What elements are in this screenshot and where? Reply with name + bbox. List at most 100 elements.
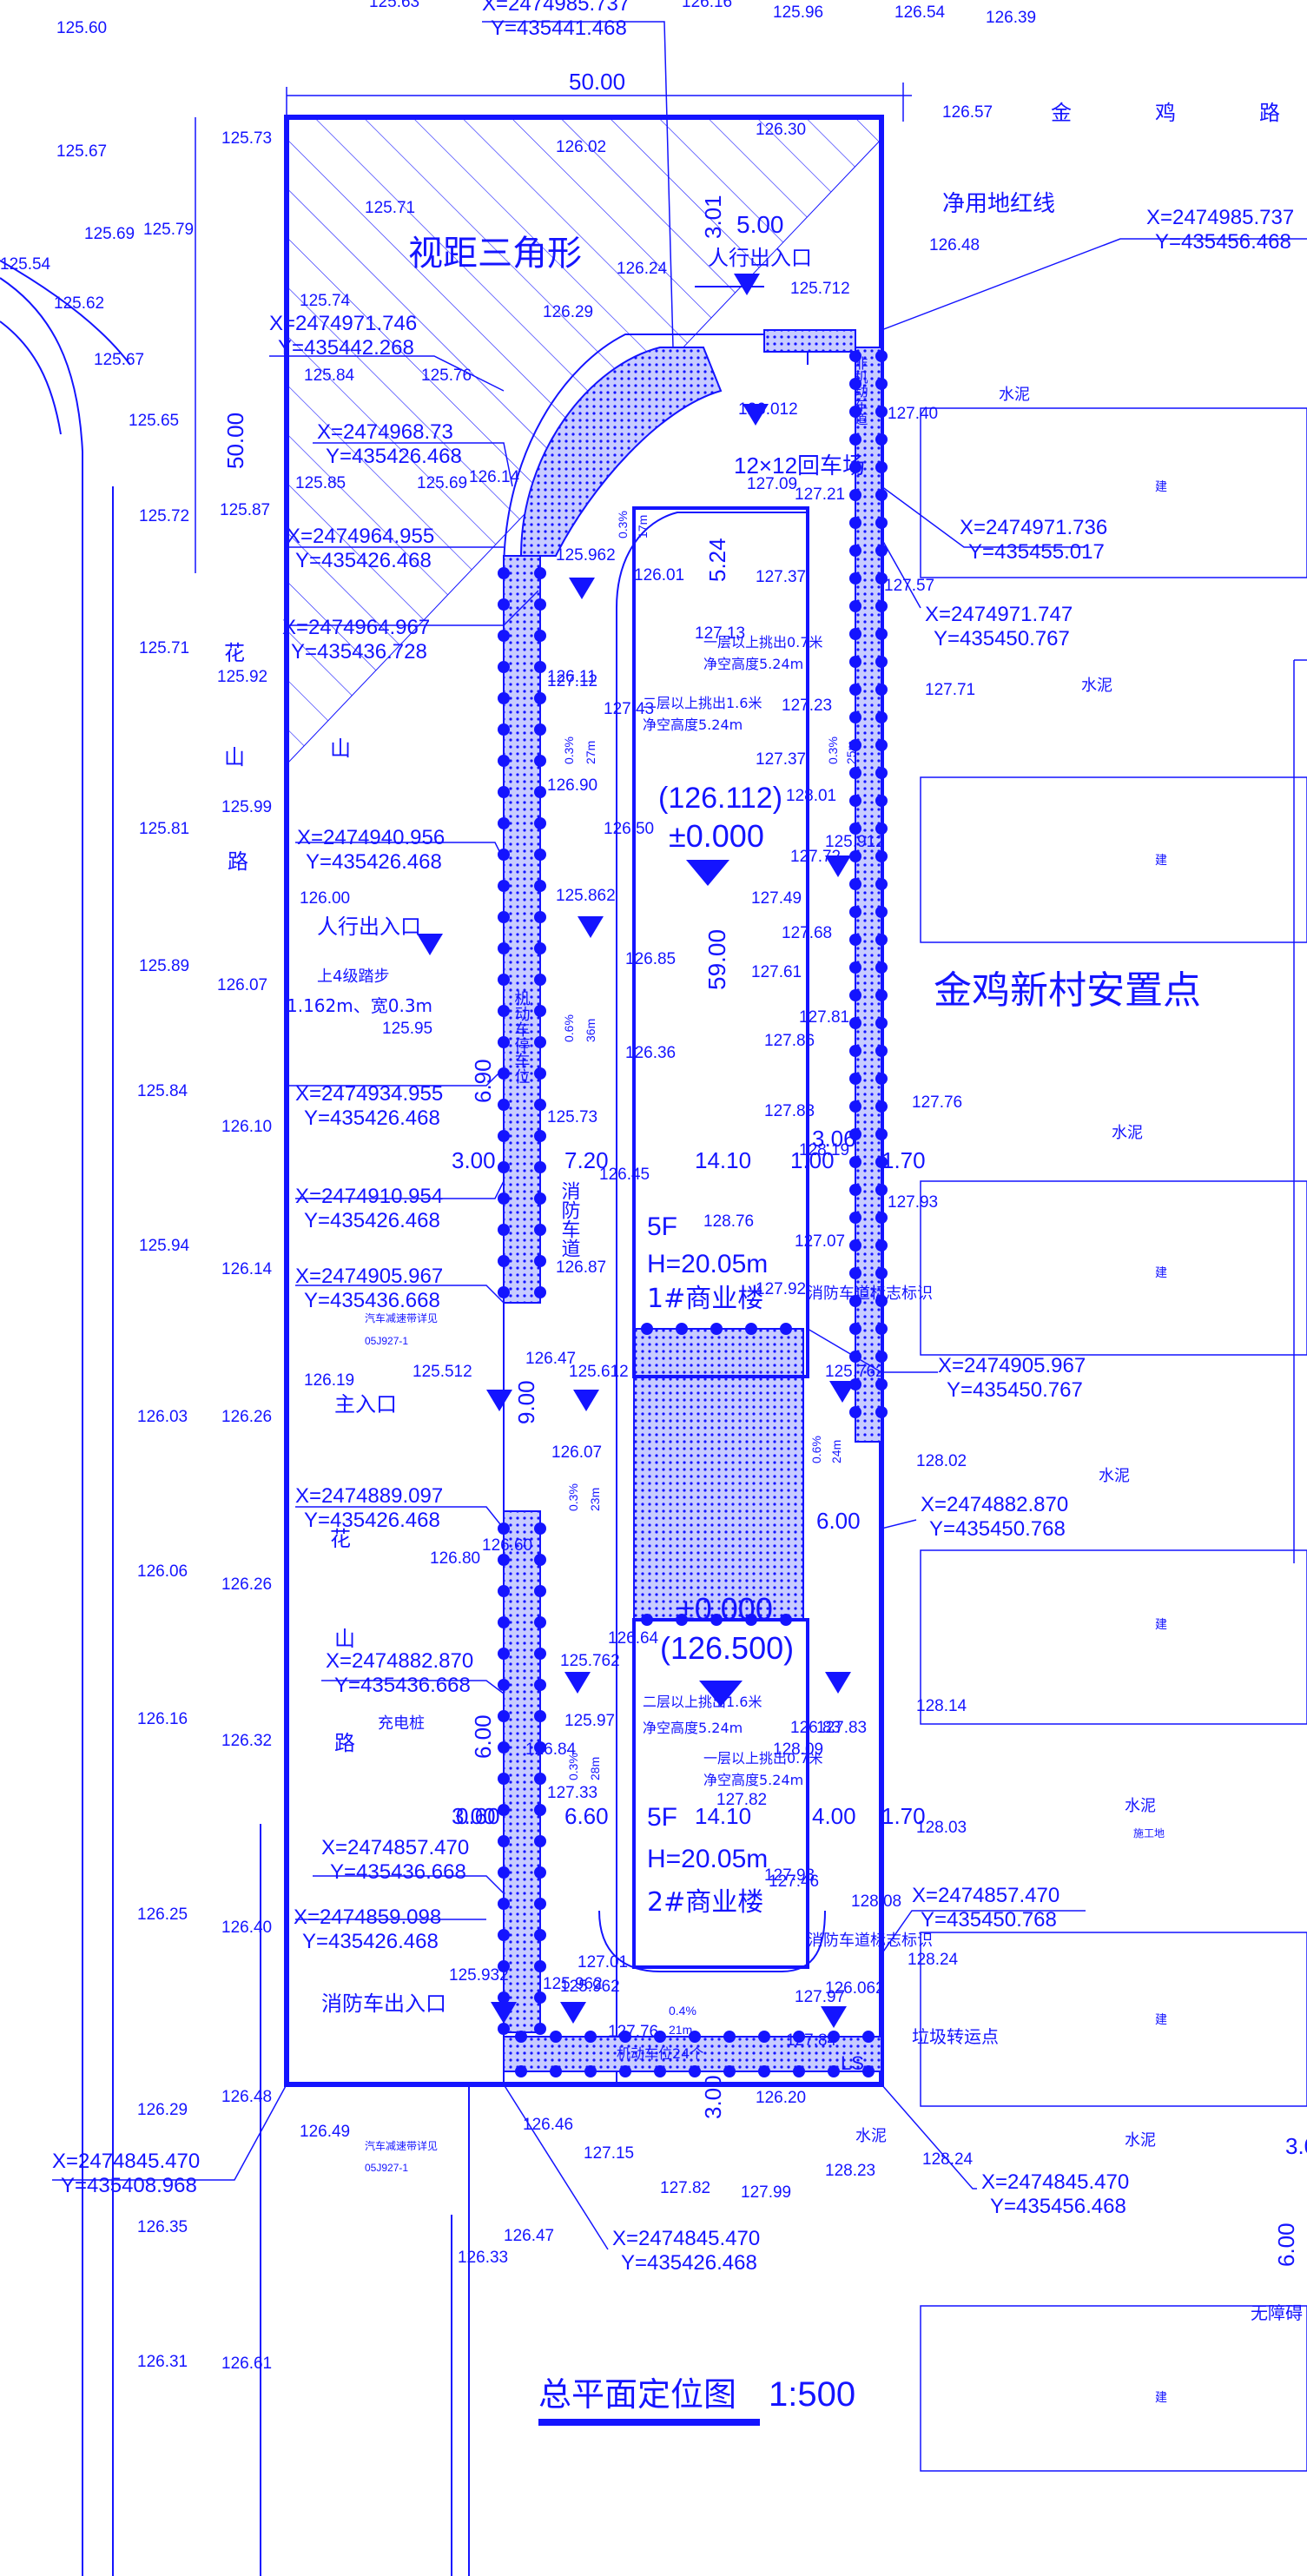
- road-jinji-1: 金: [1051, 101, 1072, 125]
- tree-marker-16: [498, 817, 510, 829]
- tree-marker-5: [534, 630, 546, 642]
- tree-marker-37: [534, 1130, 546, 1142]
- coordinate-y-11: Y=435436.668: [304, 1289, 440, 1312]
- spot-elevation-116: 127.82: [716, 1791, 767, 1809]
- tree-marker-107: [875, 684, 888, 696]
- spot-elevation-74: 125.912: [825, 833, 885, 851]
- coordinate-y-13: Y=435426.468: [304, 1509, 440, 1532]
- tree-marker-172: [723, 2031, 736, 2043]
- spot-elevation-48: 126.32: [221, 1732, 272, 1750]
- spot-elevation-49: 126.25: [137, 1906, 188, 1924]
- note-len-23: 23m: [588, 1488, 602, 1511]
- drawing-scale: 1:500: [769, 2375, 855, 2414]
- spot-elevation-72: 125.962: [556, 546, 616, 565]
- tree-marker-63: [534, 1741, 546, 1754]
- tree-marker-96: [849, 545, 861, 557]
- note-cement-1: 水泥: [999, 386, 1030, 404]
- coordinate-x-14: X=2474882.870: [921, 1493, 1068, 1516]
- road-huashan-2: 山: [224, 745, 245, 769]
- note-building-6: 建: [1155, 2391, 1167, 2405]
- spot-elevation-98: 128.19: [799, 1141, 849, 1159]
- site-name: 金鸡新村安置点: [934, 968, 1201, 1013]
- note-charging: 充电桩: [378, 1714, 425, 1733]
- spot-elevation-109: 126.87: [556, 1258, 606, 1277]
- spot-elevation-128: 127.33: [547, 1784, 597, 1802]
- spot-elevation-83: 126.062: [825, 1979, 885, 1998]
- tree-marker-94: [849, 517, 861, 529]
- road-huashan-1: 花: [224, 641, 245, 665]
- tree-marker-4: [498, 630, 510, 642]
- tree-marker-113: [875, 767, 888, 779]
- entrance-main: 主入口: [334, 1392, 397, 1417]
- spot-elevation-111: 126.07: [551, 1443, 602, 1462]
- spot-elevation-89: 127.37: [756, 750, 806, 769]
- note-slope-2: 0.6%: [562, 1014, 576, 1042]
- coordinate-x-1: X=2474985.737: [1146, 206, 1294, 229]
- tree-marker-50: [498, 1554, 510, 1566]
- tree-marker-130: [849, 1017, 861, 1029]
- tree-marker-149: [875, 1267, 888, 1279]
- spot-elevation-65: 127.76: [912, 1093, 962, 1112]
- tree-marker-151: [875, 1295, 888, 1307]
- b1-name: 1#商业楼: [647, 1284, 763, 1314]
- tree-marker-2: [498, 598, 510, 611]
- top-dimension: [195, 83, 912, 573]
- spot-elevation-97: 127.83: [764, 1102, 815, 1120]
- spot-elevation-51: 126.29: [137, 2101, 188, 2119]
- note-cement-7: 水泥: [855, 2127, 887, 2145]
- tree-marker-52: [498, 1585, 510, 1597]
- tree-marker-76: [498, 1960, 510, 1972]
- tree-marker-134: [849, 1073, 861, 1085]
- tree-marker-120: [849, 878, 861, 890]
- tree-marker-85: [875, 378, 888, 390]
- tree-marker-140: [849, 1156, 861, 1168]
- tree-marker-146: [849, 1239, 861, 1252]
- coordinate-x-20: X=2474845.470: [981, 2170, 1129, 2194]
- dim-setback-4: 6.60: [564, 1803, 609, 1829]
- spot-elevation-132: 126.01: [634, 566, 684, 585]
- note-clear-1: 二层以上挑出1.6米: [643, 695, 762, 711]
- spot-elevation-82: 125.962: [560, 1978, 620, 1996]
- tree-marker-60: [498, 1710, 510, 1722]
- dim-306: 3.06: [812, 1126, 856, 1152]
- tree-marker-158: [849, 1406, 861, 1418]
- spot-elevation-118: 127.93: [764, 1866, 815, 1885]
- tree-marker-34: [498, 1099, 510, 1111]
- red-line-label: 净用地红线: [942, 191, 1055, 217]
- tree-marker-117: [875, 822, 888, 835]
- tree-marker-167: [619, 2065, 631, 2077]
- spot-elevation-17: 126.48: [929, 236, 980, 254]
- tree-marker-147: [875, 1239, 888, 1252]
- tree-marker-49: [534, 1522, 546, 1535]
- note-slope-7: 0.3%: [566, 1753, 580, 1780]
- spot-elevation-122: 127.97: [795, 1988, 845, 2006]
- tree-marker-79: [534, 1991, 546, 2004]
- spot-elevation-94: 127.61: [751, 963, 802, 981]
- tree-marker-1: [534, 567, 546, 579]
- spot-elevation-86: 127.37: [756, 568, 806, 586]
- dim-b2-width: 14.10: [695, 1803, 751, 1829]
- tree-marker-160: [515, 2031, 527, 2043]
- spot-elevation-124: 126.20: [756, 2089, 806, 2107]
- tree-marker-88: [849, 433, 861, 446]
- entrance-ped-north: 人行出入口: [708, 246, 812, 270]
- dim-301: 3.01: [700, 195, 726, 239]
- tree-marker-81: [534, 2023, 546, 2035]
- tree-marker-9: [534, 692, 546, 704]
- tree-markers: [498, 350, 888, 2077]
- dim-524: 5.24: [704, 538, 730, 582]
- tree-marker-177: [793, 2065, 805, 2077]
- spot-elevation-35: 125.89: [139, 957, 189, 975]
- coordinate-y-6: Y=435455.017: [968, 540, 1105, 564]
- note-len-25: 25m: [844, 741, 858, 764]
- tree-marker-56: [498, 1648, 510, 1660]
- tree-marker-15: [534, 786, 546, 798]
- spot-elevation-53: 126.49: [300, 2123, 350, 2141]
- note-clear-2b: 净空高度5.24m: [643, 1720, 743, 1736]
- tree-marker-155: [875, 1351, 888, 1363]
- north-gate: [695, 286, 856, 353]
- b2-height: H=20.05m: [647, 1845, 768, 1873]
- spot-elevation-50: 126.40: [221, 1919, 272, 1937]
- road-jinji-2: 鸡: [1155, 101, 1176, 125]
- tree-marker-132: [849, 1045, 861, 1057]
